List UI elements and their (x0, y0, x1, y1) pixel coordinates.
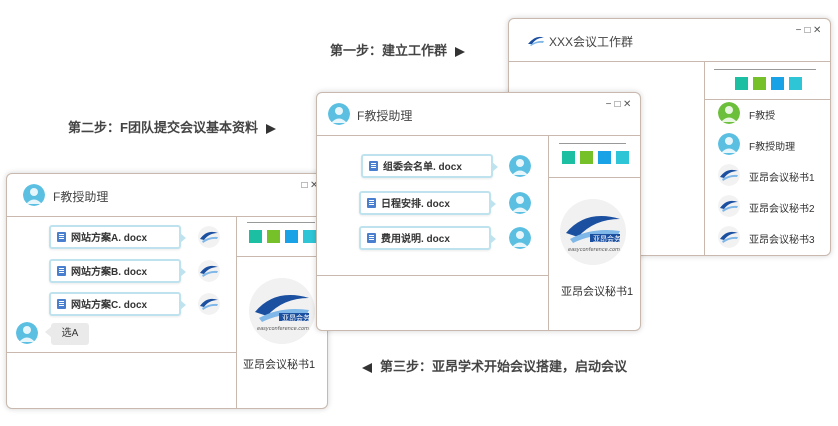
left-window-titlebar: F教授助理 □✕ (7, 174, 327, 217)
color-swatch[interactable] (303, 230, 316, 243)
yaang-logo-icon (198, 226, 220, 248)
yaang-logo-icon (718, 164, 740, 186)
person-avatar-icon (16, 322, 38, 344)
word-doc-icon (367, 198, 376, 208)
member-name: 亚昂会议秘书1 (749, 173, 815, 184)
left-window-title: F教授助理 (53, 190, 109, 204)
yaang-logo-icon: 亚昂会务 easyconference.com.cn (249, 278, 315, 344)
secretary-name: 亚昂会议秘书1 (243, 359, 316, 371)
person-avatar-icon (509, 155, 531, 177)
window-controls: −□✕ (605, 99, 632, 110)
color-swatch[interactable] (771, 77, 784, 90)
left-arrow-icon (362, 362, 372, 373)
window-controls: −□✕ (795, 25, 822, 36)
divider (704, 99, 830, 100)
maximize-button[interactable]: □ (614, 99, 623, 110)
right-arrow-icon (265, 123, 276, 134)
maximize-button[interactable]: □ (804, 25, 813, 36)
word-doc-icon (367, 233, 376, 243)
assistant-chat-window-left: F教授助理 □✕ 网站方案A. docx 网站方案B. docx 网站方案C. … (6, 173, 328, 409)
member-list: F教授 F教授助理 亚昂会议秘书1 亚昂会议秘书2 亚昂会议秘书3 (715, 100, 830, 255)
step3-caption: 第三步：亚昂学术开始会议搭建，启动会议 (362, 356, 627, 375)
member-name: F教授 (749, 111, 776, 122)
reply-message[interactable]: 选A (45, 323, 89, 345)
person-avatar-icon (718, 102, 740, 124)
member-name: F教授助理 (749, 142, 796, 153)
color-swatch[interactable] (598, 151, 611, 164)
yaang-logo-icon (198, 260, 220, 282)
step1-caption: 第一步：建立工作群 (330, 40, 466, 59)
front-window-title: F教授助理 (357, 109, 413, 123)
file-message[interactable]: 网站方案B. docx (49, 259, 186, 283)
person-avatar-icon (509, 192, 531, 214)
divider (548, 136, 549, 330)
yaang-logo-icon (718, 226, 740, 248)
divider (236, 217, 237, 408)
color-swatch[interactable] (249, 230, 262, 243)
divider (7, 352, 237, 353)
group-window-title: XXX会议工作群 (549, 35, 634, 49)
right-arrow-icon (455, 46, 466, 57)
member-name: 亚昂会议秘书3 (749, 235, 815, 246)
person-avatar-icon (509, 227, 531, 249)
person-avatar-icon (23, 184, 45, 206)
file-message[interactable]: 费用说明. docx (359, 226, 496, 250)
file-message[interactable]: 网站方案A. docx (49, 225, 186, 249)
svg-text:easyconference.com.cn: easyconference.com.cn (568, 247, 626, 253)
person-avatar-icon (718, 133, 740, 155)
minimize-button[interactable]: − (795, 25, 804, 36)
color-swatch[interactable] (562, 151, 575, 164)
color-swatch[interactable] (616, 151, 629, 164)
group-window-titlebar: XXX会议工作群 −□✕ (509, 19, 830, 62)
color-swatch[interactable] (753, 77, 766, 90)
file-message[interactable]: 组委会名单. docx (361, 154, 498, 178)
step1-text: 第一步：建立工作群 (330, 43, 448, 58)
file-name: 网站方案A. docx (71, 233, 148, 244)
front-window-titlebar: F教授助理 −□✕ (317, 93, 640, 136)
step2-text: 第二步：F团队提交会议基本资料 (68, 120, 258, 135)
svg-text:亚昂会务: 亚昂会务 (282, 313, 310, 322)
step3-text: 第三步：亚昂学术开始会议搭建，启动会议 (380, 359, 628, 374)
window-controls: □✕ (301, 180, 319, 191)
svg-text:easyconference.com.cn: easyconference.com.cn (257, 326, 315, 332)
color-swatch[interactable] (789, 77, 802, 90)
secretary-name: 亚昂会议秘书1 (561, 286, 634, 298)
step2-caption: 第二步：F团队提交会议基本资料 (68, 117, 276, 136)
divider (704, 62, 705, 255)
word-doc-icon (57, 266, 66, 276)
word-doc-icon (57, 299, 66, 309)
member-name: 亚昂会议秘书2 (749, 204, 815, 215)
yaang-logo-icon (198, 293, 220, 315)
color-swatch[interactable] (267, 230, 280, 243)
close-button[interactable]: ✕ (813, 25, 824, 36)
file-name: 日程安排. docx (381, 199, 450, 210)
divider (548, 177, 640, 178)
divider (247, 222, 315, 223)
maximize-button[interactable]: □ (301, 180, 310, 191)
assistant-chat-window-front: F教授助理 −□✕ 组委会名单. docx 日程安排. docx 费用说明. d… (316, 92, 641, 331)
color-swatch[interactable] (580, 151, 593, 164)
divider (714, 69, 816, 70)
file-name: 组委会名单. docx (383, 162, 462, 173)
divider (559, 143, 626, 144)
file-message[interactable]: 网站方案C. docx (49, 292, 186, 316)
word-doc-icon (369, 161, 378, 171)
divider (317, 275, 548, 276)
yaang-logo-icon: 亚昂会务 easyconference.com.cn (560, 199, 626, 265)
minimize-button[interactable]: − (605, 99, 614, 110)
file-name: 网站方案B. docx (71, 267, 148, 278)
color-swatch[interactable] (285, 230, 298, 243)
person-avatar-icon (328, 103, 350, 125)
color-swatch[interactable] (735, 77, 748, 90)
group-icon (527, 33, 545, 47)
word-doc-icon (57, 232, 66, 242)
close-button[interactable]: ✕ (310, 180, 319, 191)
svg-text:亚昂会务: 亚昂会务 (593, 234, 621, 243)
divider (236, 256, 327, 257)
file-name: 费用说明. docx (381, 234, 450, 245)
file-message[interactable]: 日程安排. docx (359, 191, 496, 215)
close-button[interactable]: ✕ (623, 99, 634, 110)
file-name: 网站方案C. docx (71, 300, 148, 311)
yaang-logo-icon (718, 195, 740, 217)
